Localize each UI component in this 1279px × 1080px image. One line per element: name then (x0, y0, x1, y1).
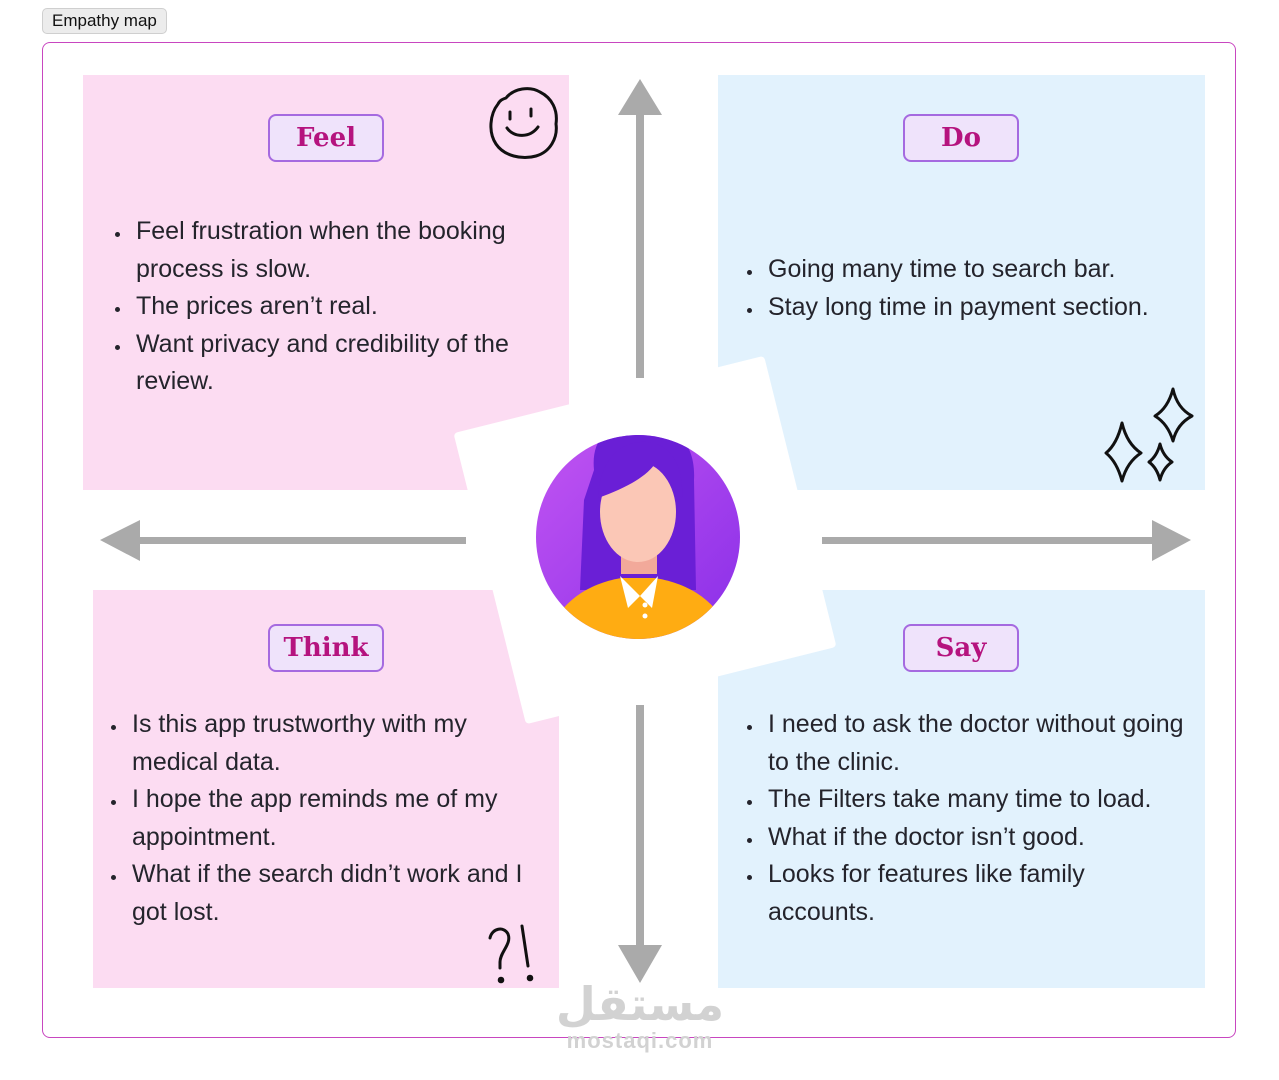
up-arrow-head (618, 79, 662, 115)
right-arrow-shaft (822, 537, 1154, 544)
list-item: Feel frustration when the booking proces… (132, 213, 562, 288)
list-item: The Filters take many time to load. (764, 781, 1184, 819)
think-label: Think (268, 624, 384, 672)
feel-list: Feel frustration when the booking proces… (108, 213, 562, 401)
list-item: I need to ask the doctor without going t… (764, 706, 1184, 781)
watermark: مستقل mostaqi.com (540, 978, 740, 1052)
do-list: Going many time to search bar. Stay long… (740, 251, 1214, 326)
down-arrow-head (618, 945, 662, 983)
say-list: I need to ask the doctor without going t… (740, 706, 1184, 931)
list-item: What if the doctor isn’t good. (764, 819, 1184, 857)
frame-title-tab[interactable]: Empathy map (42, 8, 167, 34)
right-arrow-head (1152, 520, 1191, 561)
list-item: Going many time to search bar. (764, 251, 1214, 289)
watermark-latin: mostaqi.com (566, 1028, 714, 1053)
empathy-map-frame (42, 42, 1236, 1038)
feel-label: Feel (268, 114, 384, 162)
list-item: Want privacy and credibility of the revi… (132, 326, 562, 401)
up-arrow-shaft (636, 112, 644, 378)
watermark-arabic: مستقل (555, 978, 725, 1030)
list-item: Stay long time in payment section. (764, 289, 1214, 327)
say-label: Say (903, 624, 1019, 672)
sparkles-icon (1104, 387, 1194, 483)
list-item: The prices aren’t real. (132, 288, 562, 326)
question-exclamation-doodle (488, 924, 534, 984)
list-item: Looks for features like family accounts. (764, 856, 1184, 931)
smiley-face-icon (489, 87, 558, 159)
left-arrow-shaft (136, 537, 466, 544)
list-item: I hope the app reminds me of my appointm… (128, 781, 558, 856)
do-label: Do (903, 114, 1019, 162)
arrows (100, 79, 1191, 983)
list-item: Is this app trustworthy with my medical … (128, 706, 558, 781)
user-avatar (536, 435, 740, 639)
down-arrow-shaft (636, 705, 644, 947)
think-list: Is this app trustworthy with my medical … (104, 706, 558, 931)
left-arrow-head (100, 520, 140, 561)
list-item: What if the search didn’t work and I got… (128, 856, 558, 931)
